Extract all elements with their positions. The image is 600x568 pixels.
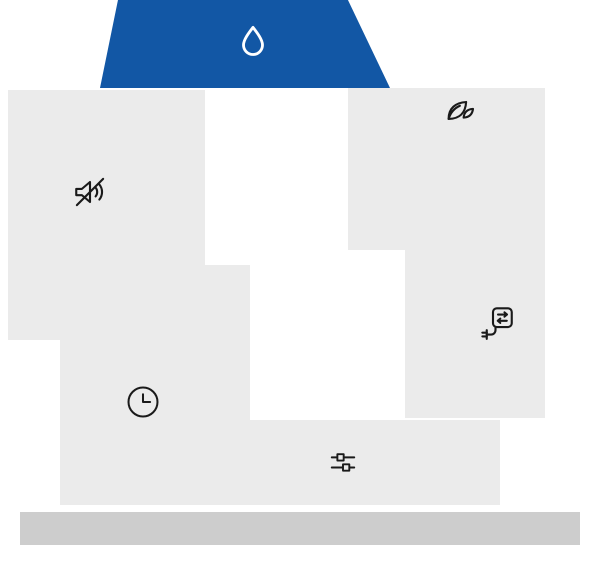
footer-placeholder-bar — [20, 512, 580, 545]
water-drop-icon — [233, 22, 273, 62]
panel-right — [405, 250, 545, 418]
plug-swap-icon[interactable] — [478, 302, 518, 342]
sliders-icon[interactable] — [325, 445, 361, 481]
panel-top-right — [348, 88, 545, 250]
leaf-icon[interactable] — [438, 92, 478, 132]
speaker-muted-icon[interactable] — [70, 172, 110, 212]
clock-icon[interactable] — [124, 383, 162, 421]
panel-bottom — [205, 420, 500, 505]
